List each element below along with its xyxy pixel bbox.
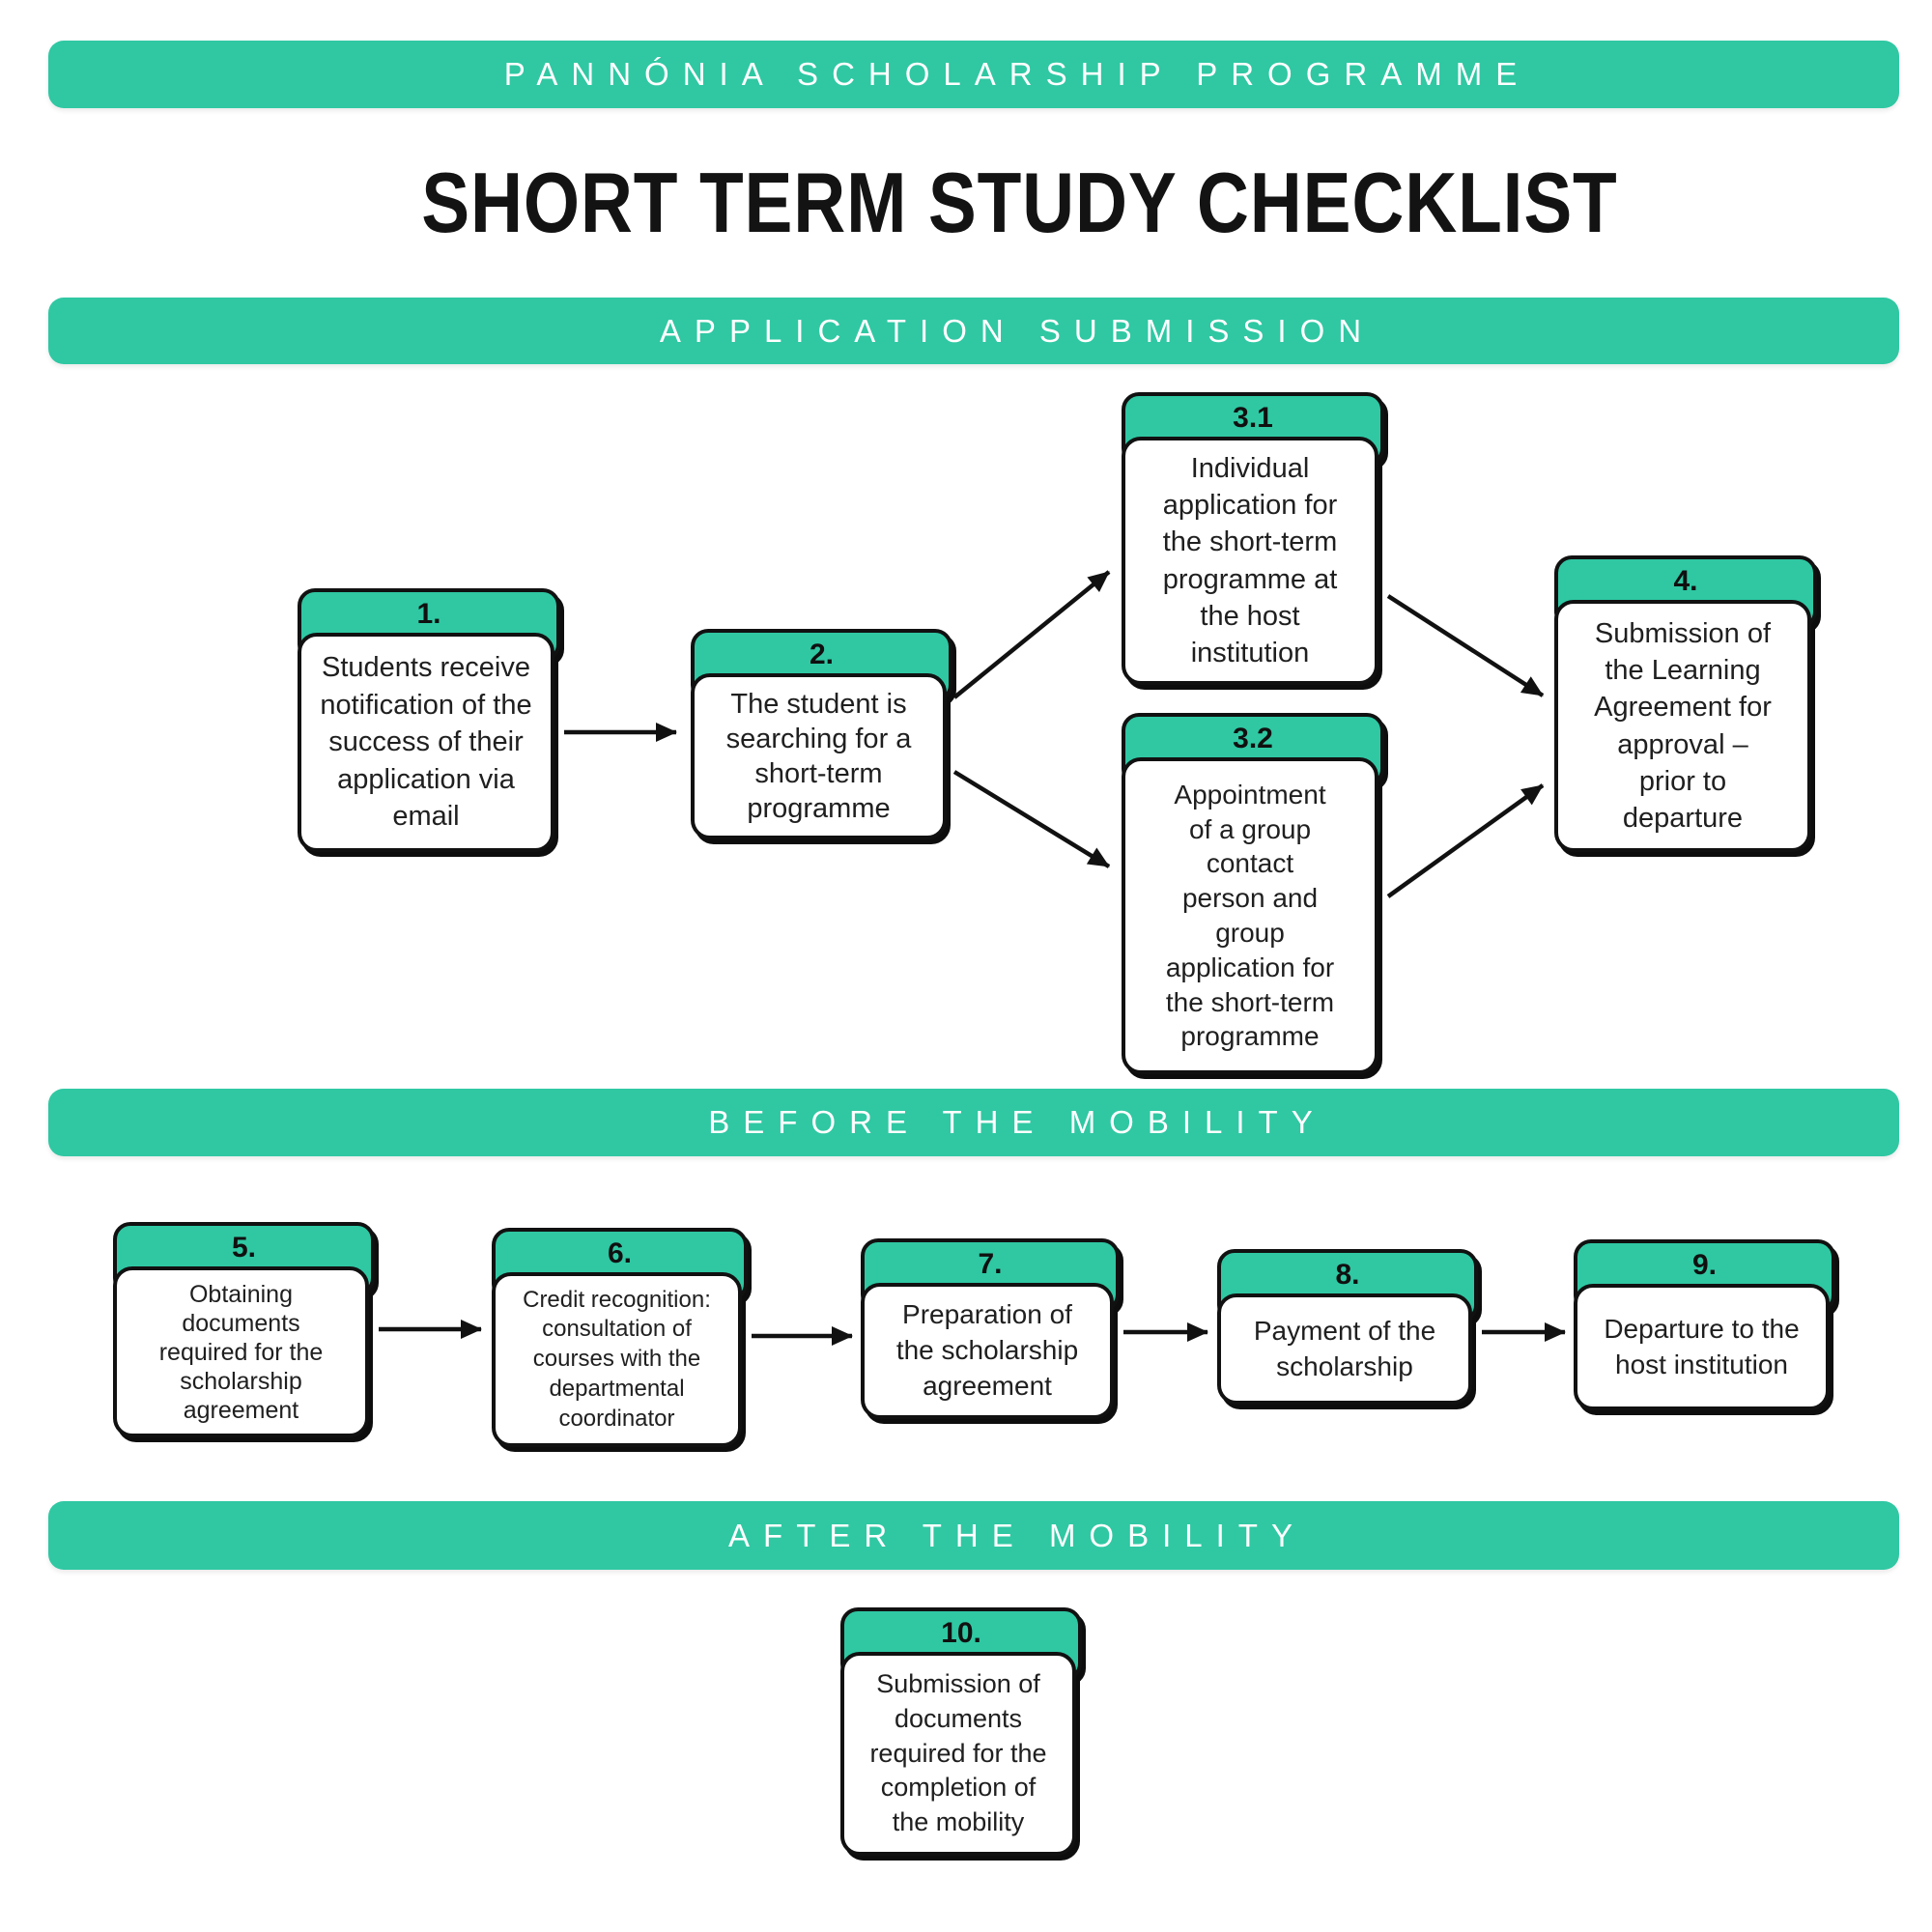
step-number: 1. <box>416 598 441 630</box>
step-card-3-1: 3.1 Individual application for the short… <box>1122 392 1384 685</box>
step-card-8: 8. Payment of the scholarship <box>1217 1249 1478 1405</box>
step-text: Preparation of the scholarship agreement <box>895 1299 1079 1401</box>
step-number: 6. <box>607 1237 633 1269</box>
step-card-4: 4. Submission of the Learning Agreement … <box>1554 555 1817 852</box>
step-card-7: 7. Preparation of the scholarship agreem… <box>861 1238 1120 1419</box>
section-banner-label: AFTER THE MOBILITY <box>728 1517 1306 1553</box>
step-text: Appointment of a group contact person an… <box>1165 779 1335 1052</box>
step-body: Submission of documents required for the… <box>840 1652 1076 1856</box>
step-body: Appointment of a group contact person an… <box>1122 757 1378 1074</box>
arrow-step3-2-step4 <box>1386 783 1545 898</box>
step-text: Individual application for the short-ter… <box>1162 452 1338 669</box>
step-card-3-2: 3.2 Appointment of a group contact perso… <box>1122 713 1384 1074</box>
step-card-6: 6. Credit recognition: consultation of c… <box>492 1228 748 1447</box>
step-body: Payment of the scholarship <box>1217 1293 1472 1405</box>
step-body: Students receive notification of the suc… <box>298 633 554 852</box>
step-body: Obtaining documents required for the sch… <box>113 1266 369 1437</box>
step-text: Departure to the host institution <box>1604 1313 1800 1379</box>
step-card-2: 2. The student is searching for a short-… <box>691 629 952 839</box>
step-number: 3.2 <box>1233 723 1273 754</box>
step-text: Credit recognition: consultation of cour… <box>523 1286 711 1432</box>
step-text: Obtaining documents required for the sch… <box>158 1280 324 1424</box>
step-body: Preparation of the scholarship agreement <box>861 1283 1114 1419</box>
step-card-5: 5. Obtaining documents required for the … <box>113 1222 375 1437</box>
step-number: 8. <box>1335 1259 1360 1291</box>
step-text: Submission of the Learning Agreement for… <box>1594 617 1772 835</box>
section-banner-label: BEFORE THE MOBILITY <box>708 1104 1326 1140</box>
step-number: 4. <box>1673 565 1698 597</box>
step-body: Departure to the host institution <box>1574 1284 1830 1410</box>
step-number: 3.1 <box>1233 402 1273 434</box>
step-text: Students receive notification of the suc… <box>320 652 532 833</box>
arrow-step2-step3-2 <box>952 770 1111 868</box>
section-banner-application-submission: APPLICATION SUBMISSION <box>48 298 1899 364</box>
step-number: 7. <box>978 1248 1003 1280</box>
step-body: Individual application for the short-ter… <box>1122 437 1378 685</box>
step-text: Submission of documents required for the… <box>869 1668 1047 1837</box>
section-banner-label: APPLICATION SUBMISSION <box>659 312 1376 349</box>
step-text: Payment of the scholarship <box>1253 1315 1436 1381</box>
step-card-10: 10. Submission of documents required for… <box>840 1607 1082 1856</box>
section-banner-before-the-mobility: BEFORE THE MOBILITY <box>48 1089 1899 1156</box>
arrow-step3-1-step4 <box>1386 594 1545 697</box>
programme-banner: PANNÓNIA SCHOLARSHIP PROGRAMME <box>48 41 1899 108</box>
page-title: SHORT TERM STUDY CHECKLIST <box>0 160 1932 245</box>
step-card-1: 1. Students receive notification of the … <box>298 588 560 852</box>
arrow-step2-step3-1 <box>952 570 1111 699</box>
step-body: Submission of the Learning Agreement for… <box>1554 600 1811 852</box>
step-text: The student is searching for a short-ter… <box>725 688 912 825</box>
step-card-9: 9. Departure to the host institution <box>1574 1239 1835 1410</box>
programme-banner-label: PANNÓNIA SCHOLARSHIP PROGRAMME <box>503 56 1531 92</box>
step-body: Credit recognition: consultation of cour… <box>492 1272 742 1447</box>
step-body: The student is searching for a short-ter… <box>691 673 947 839</box>
step-number: 9. <box>1691 1249 1718 1281</box>
step-number: 2. <box>809 639 835 670</box>
step-number: 5. <box>231 1232 257 1264</box>
step-number: 10. <box>941 1617 981 1649</box>
section-banner-after-the-mobility: AFTER THE MOBILITY <box>48 1501 1899 1570</box>
page-title-text: SHORT TERM STUDY CHECKLIST <box>420 155 1618 250</box>
